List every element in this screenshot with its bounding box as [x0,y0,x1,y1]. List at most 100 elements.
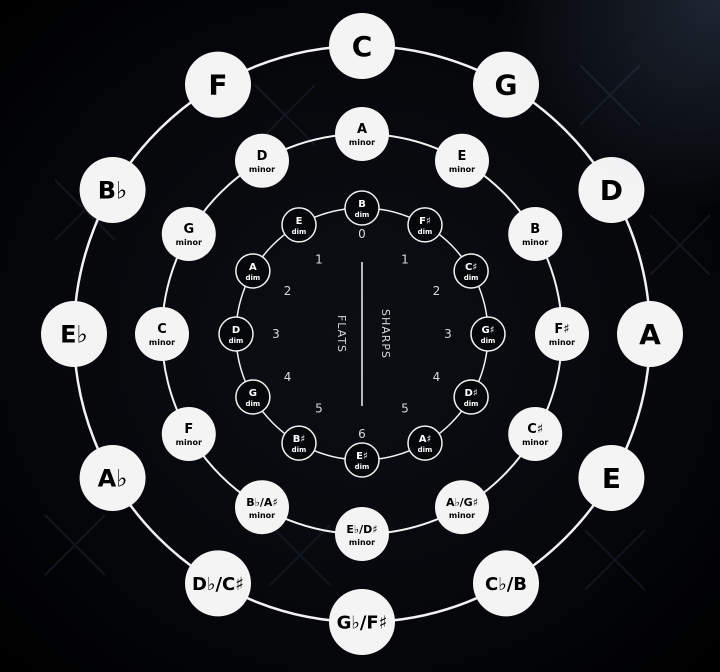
dim-chord-quality: dim [418,446,433,454]
accidental-count: 0 [358,227,366,241]
minor-key-b-flat-a-sharp[interactable]: B♭/A♯ minor [235,480,289,535]
minor-key-note: A♭/G♯ [446,496,478,509]
dim-chord-quality: dim [292,228,307,236]
dim-chord-note: C♯ [465,262,477,273]
dim-chord-quality: dim [246,400,261,408]
major-key-disc [79,157,146,223]
minor-key-quality: minor [349,538,375,547]
minor-key-f-sharp[interactable]: F♯minor [535,307,589,361]
accidental-count: 1 [315,253,323,267]
minor-key-note: F♯ [554,322,569,337]
minor-key-note: D [257,149,268,164]
accidental-count: 3 [272,327,280,341]
major-key-label: D [600,174,623,207]
dim-chord-note: A [249,262,257,273]
major-key-b-flat[interactable]: B♭ [79,157,146,223]
major-key-label: G♭/F♯ [337,612,388,633]
major-key-disc [41,301,107,367]
dim-chord-disc [407,207,443,243]
dim-chord-disc [470,316,506,352]
dim-chord-g-sharp[interactable]: G♯dim [470,316,506,352]
minor-key-c-sharp[interactable]: C♯minor [508,407,563,461]
dim-chord-disc [407,425,443,461]
dim-chord-disc [344,442,380,478]
major-key-disc [185,550,251,617]
dim-chord-b-sharp[interactable]: B♯dim [281,425,317,461]
dim-chord-quality: dim [464,400,479,408]
dim-chord-note: E [296,216,303,227]
major-key-label: A♭ [98,465,128,493]
dim-chord-quality: dim [355,211,370,219]
major-key-d[interactable]: D [578,157,645,223]
minor-key-note: G [183,222,194,237]
dim-chord-quality: dim [292,446,307,454]
major-key-disc [185,51,251,118]
major-key-g-flat-f-sharp[interactable]: G♭/F♯ [329,589,395,655]
major-key-c[interactable]: C [329,13,395,79]
minor-key-disc [235,133,289,188]
dim-chord-disc [281,425,317,461]
accidental-count: 4 [284,370,292,384]
minor-key-disc [435,480,489,535]
major-key-label: G [495,69,518,102]
minor-key-disc [535,307,589,361]
major-key-e[interactable]: E [578,445,645,511]
dim-chord-quality: dim [246,274,261,282]
dim-chord-a-sharp[interactable]: A♯dim [407,425,443,461]
major-key-disc [329,589,395,655]
minor-key-e-flat-d-sharp[interactable]: E♭/D♯ minor [335,507,389,561]
accidental-count: 5 [401,401,409,415]
dim-chord-quality: dim [481,337,496,345]
major-key-c-flat-b[interactable]: C♭/B [473,550,539,617]
minor-key-disc [335,507,389,561]
dim-chord-d-sharp[interactable]: D♯dim [453,379,489,415]
major-key-a-flat[interactable]: A♭ [79,445,146,511]
major-key-f[interactable]: F [185,51,251,118]
major-key-g[interactable]: G [473,51,539,118]
dim-chord-f-sharp[interactable]: F♯dim [407,207,443,243]
accidental-count: 5 [315,401,323,415]
flats-label: FLATS [335,315,348,353]
major-key-e-flat[interactable]: E♭ [41,301,107,367]
major-key-a[interactable]: A [617,301,683,367]
major-key-label: A [639,318,661,351]
dim-chord-disc [453,253,489,289]
minor-key-note: E♭/D♯ [346,523,377,536]
dim-chord-note: B♯ [293,434,305,445]
minor-key-a-flat-g-sharp[interactable]: A♭/G♯minor [435,480,489,535]
major-key-label: C [352,30,373,63]
minor-key-disc [508,207,563,261]
minor-key-note: C♯ [527,422,543,437]
dim-chord-e-sharp[interactable]: E♯dim [344,442,380,478]
dim-chord-note: G♯ [481,325,494,336]
minor-key-disc [235,480,289,535]
dim-chord-disc [218,316,254,352]
major-key-disc [578,157,645,223]
minor-key-disc [161,207,216,261]
major-key-d-flat-c-sharp[interactable]: D♭/C♯ [185,550,251,617]
major-key-label: E♭ [60,321,88,349]
dim-chord-c-sharp[interactable]: C♯dim [453,253,489,289]
minor-key-quality: minor [249,511,275,520]
dim-chord-note: D [232,325,240,336]
minor-key-note: F [184,422,193,437]
minor-key-quality: minor [349,138,375,147]
minor-key-note: B♭/A♯ [246,496,277,509]
minor-key-quality: minor [176,238,202,247]
major-key-disc [578,445,645,511]
dim-chord-disc [235,379,271,415]
